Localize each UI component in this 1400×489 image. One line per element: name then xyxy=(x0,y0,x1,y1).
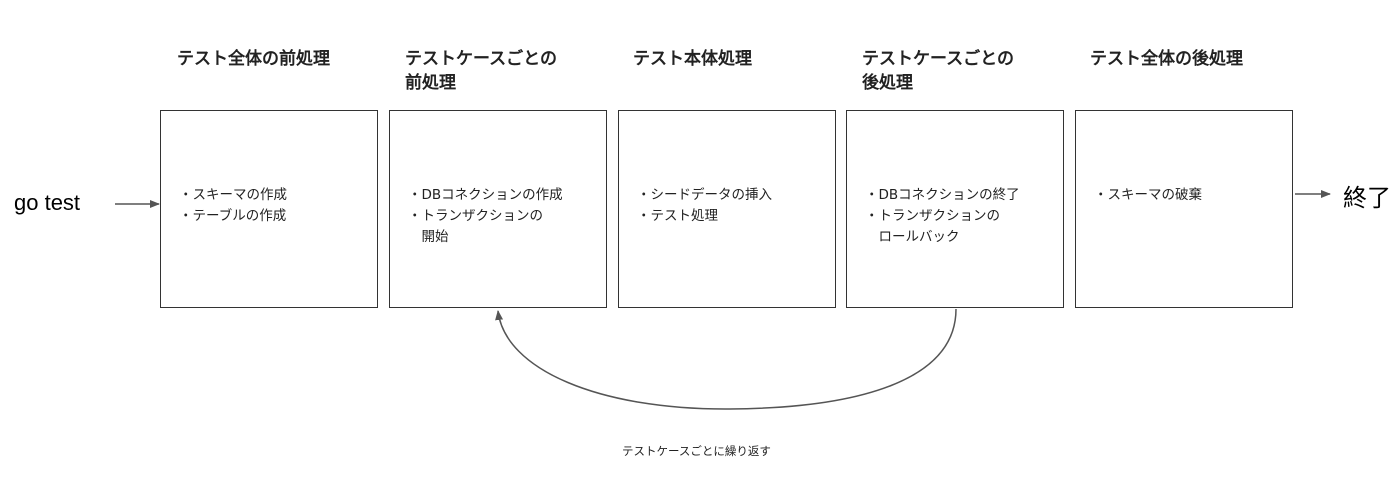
step-item: ・テーブルの作成 xyxy=(179,208,287,224)
step-heading: テストケースごとの 後処理 xyxy=(862,47,1014,95)
step-item: ・スキーマの破棄 xyxy=(1094,187,1202,203)
step-item-list: ・シードデータの挿入 ・テスト処理 xyxy=(637,185,772,227)
step-item-list: ・スキーマの破棄 xyxy=(1094,185,1202,206)
step-heading: テスト全体の前処理 xyxy=(177,47,330,71)
step-item-list: ・スキーマの作成 ・テーブルの作成 xyxy=(179,185,287,227)
step-item: ロールバック xyxy=(865,229,960,245)
step-item: ・DBコネクションの終了 xyxy=(865,187,1020,203)
start-label: go test xyxy=(14,190,81,215)
step-item: ・トランザクションの xyxy=(865,208,1000,224)
step-item: ・スキーマの作成 xyxy=(179,187,287,203)
step-heading-line: 後処理 xyxy=(862,73,913,93)
step-box: ・シードデータの挿入 ・テスト処理 xyxy=(618,110,836,308)
loop-arrow xyxy=(495,308,957,410)
step-heading-line: テスト全体の後処理 xyxy=(1090,49,1243,69)
step-heading: テストケースごとの 前処理 xyxy=(405,47,557,95)
step-heading-line: テスト本体処理 xyxy=(633,49,752,69)
step-item: 開始 xyxy=(408,229,449,245)
step-heading: テスト全体の後処理 xyxy=(1090,47,1243,71)
step-heading-line: テスト全体の前処理 xyxy=(177,49,330,69)
step-heading-line: 前処理 xyxy=(405,73,456,93)
step-box: ・DBコネクションの作成 ・トランザクションの 開始 xyxy=(389,110,607,308)
loop-label: テストケースごとに繰り返す xyxy=(622,444,771,458)
step-heading-line: テストケースごとの xyxy=(862,49,1014,69)
step-heading-line: テストケースごとの xyxy=(405,49,557,69)
step-item-list: ・DBコネクションの作成 ・トランザクションの 開始 xyxy=(408,185,563,248)
step-box: ・DBコネクションの終了 ・トランザクションの ロールバック xyxy=(846,110,1064,308)
step-heading: テスト本体処理 xyxy=(633,47,752,71)
step-item: ・シードデータの挿入 xyxy=(637,187,772,203)
step-item: ・テスト処理 xyxy=(637,208,718,224)
step-item-list: ・DBコネクションの終了 ・トランザクションの ロールバック xyxy=(865,185,1020,248)
step-item: ・DBコネクションの作成 xyxy=(408,187,563,203)
step-box: ・スキーマの作成 ・テーブルの作成 xyxy=(160,110,378,308)
end-label: 終了 xyxy=(1343,184,1391,212)
step-box: ・スキーマの破棄 xyxy=(1075,110,1293,308)
step-item: ・トランザクションの xyxy=(408,208,543,224)
